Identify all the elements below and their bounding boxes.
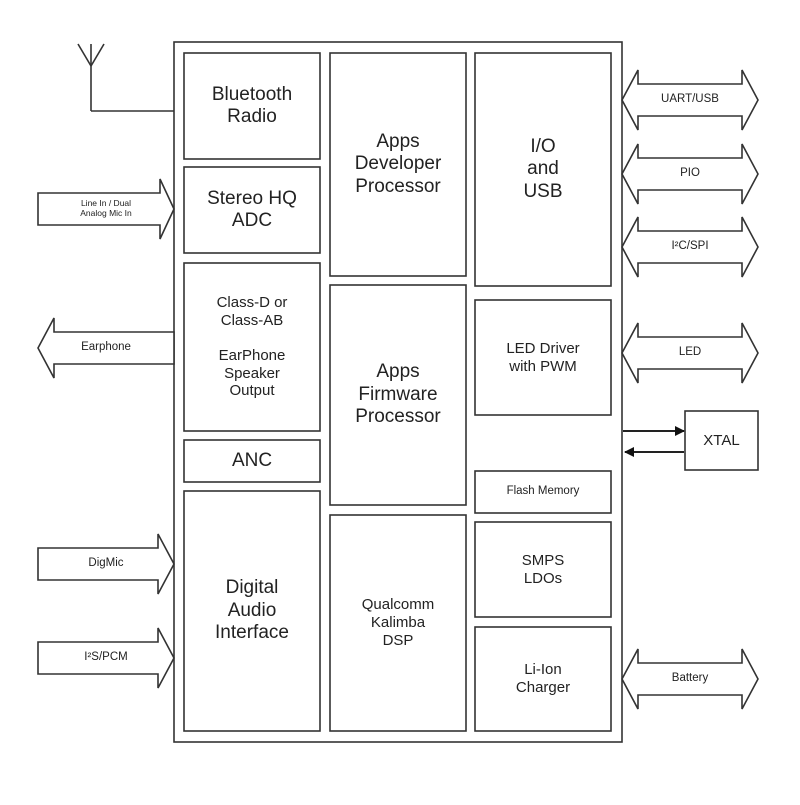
- battery-arrow: [621, 648, 759, 710]
- uart-usb-arrow: [621, 69, 759, 131]
- chip-outline: [173, 41, 623, 743]
- apps-developer-processor-label: Apps Developer Processor: [354, 130, 442, 197]
- apps-firmware-processor-block: [329, 284, 467, 506]
- antenna-icon: [77, 43, 174, 112]
- kalimba-dsp-label: Qualcomm Kalimba DSP: [361, 596, 435, 649]
- liion-charger-label: Li-Ion Charger: [515, 661, 571, 696]
- led-driver-block: [474, 299, 612, 416]
- xtal-label: XTAL: [703, 431, 740, 449]
- apps-firmware-processor-label: Apps Firmware Processor: [355, 361, 441, 428]
- battery-arrow-label: Battery: [671, 672, 709, 685]
- smps-ldos-label: SMPS LDOs: [521, 551, 565, 587]
- class-d-output-block: [183, 262, 321, 432]
- liion-charger-block: [474, 626, 612, 732]
- stereo-adc-label: Stereo HQ ADC: [207, 187, 297, 231]
- line-in-arrow-label: Line In / Dual Analog Mic In: [80, 198, 132, 218]
- led-driver-label: LED Driver with PWM: [506, 339, 580, 375]
- flash-memory-block: [474, 470, 612, 514]
- earphone-arrow-label: Earphone: [81, 341, 131, 354]
- xtal-block: [684, 410, 759, 471]
- kalimba-dsp-block: [329, 514, 467, 732]
- io-usb-block: [474, 52, 612, 287]
- class-d-output-label: Class-D or Class-AB EarPhone Speaker Out…: [216, 293, 288, 400]
- i2c-spi-arrow-label: I²C/SPI: [671, 240, 709, 253]
- digital-audio-interface-block: [183, 490, 321, 732]
- earphone-arrow: [37, 317, 175, 379]
- anc-block: [183, 439, 321, 483]
- uart-usb-arrow-label: UART/USB: [661, 93, 719, 106]
- digmic-arrow-label: DigMic: [88, 557, 124, 570]
- digmic-arrow: [37, 533, 175, 595]
- flash-memory-label: Flash Memory: [506, 485, 580, 498]
- digital-audio-interface-label: Digital Audio Interface: [215, 577, 289, 644]
- line-in-arrow: [37, 178, 175, 240]
- led-arrow: [621, 322, 759, 384]
- i2c-spi-arrow: [621, 216, 759, 278]
- apps-developer-processor-block: [329, 52, 467, 277]
- i2s-pcm-arrow-label: I²S/PCM: [84, 651, 128, 664]
- stereo-adc-block: [183, 166, 321, 254]
- xtal-connection-lines: [623, 426, 685, 457]
- anc-label: ANC: [231, 449, 273, 471]
- bluetooth-radio-label: Bluetooth Radio: [211, 83, 293, 127]
- io-usb-label: I/O and USB: [523, 135, 563, 202]
- pio-arrow-label: PIO: [680, 167, 700, 180]
- i2s-pcm-arrow: [37, 627, 175, 689]
- smps-ldos-block: [474, 521, 612, 618]
- bluetooth-radio-block: [183, 52, 321, 160]
- pio-arrow: [621, 143, 759, 205]
- led-arrow-label: LED: [678, 346, 702, 359]
